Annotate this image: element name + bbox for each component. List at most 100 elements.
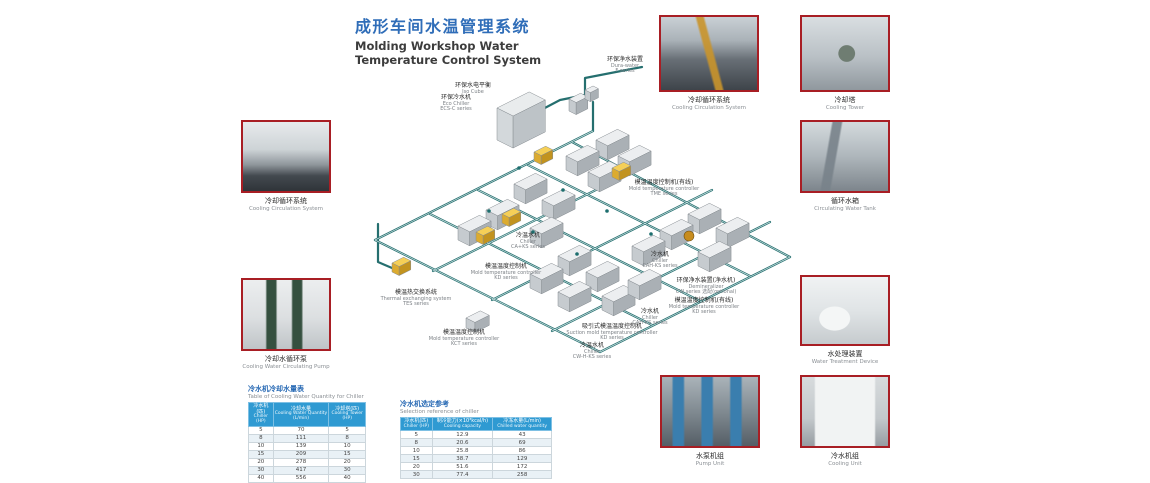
table-cell: 111 bbox=[272, 433, 330, 443]
caption-zh: 冷却循环系统 bbox=[688, 96, 730, 104]
table-cell: 5 bbox=[328, 425, 366, 435]
photo-water-treatment bbox=[800, 275, 890, 346]
photo-circulating-pump bbox=[241, 278, 331, 351]
photo-caption: 冷却塔 Cooling Tower bbox=[785, 96, 905, 112]
equipment-box-face bbox=[643, 240, 666, 267]
table-header-cell: 冷水机(匹)Chiller (HP) bbox=[400, 416, 433, 432]
photo-image bbox=[243, 122, 329, 191]
photo-image bbox=[802, 277, 888, 344]
valve-dot bbox=[517, 166, 521, 170]
equipment-box-face bbox=[727, 222, 750, 249]
table-cell: 556 bbox=[272, 473, 330, 483]
table-cell: 129 bbox=[492, 454, 552, 464]
table-header-cell: 冷却塔(匹)Cooling Tower (HP) bbox=[328, 402, 366, 427]
table-cell: 10 bbox=[248, 441, 274, 451]
equipment-box-face bbox=[639, 274, 662, 301]
photo-circulating-water-tank bbox=[800, 120, 890, 193]
table-cell: 30 bbox=[400, 470, 433, 480]
table-cell: 10 bbox=[400, 446, 433, 456]
photo-image bbox=[802, 17, 888, 90]
equipment-box-face bbox=[597, 266, 620, 293]
caption-en: Cooling Circulation System bbox=[248, 205, 324, 212]
photo-caption: 水泵机组 Pump Unit bbox=[650, 452, 770, 468]
photo-caption: 冷却水循环泵 Cooling Water Circulating Pump bbox=[226, 355, 346, 371]
table-cell: 8 bbox=[328, 433, 366, 443]
table-cell: 43 bbox=[492, 430, 552, 440]
page-title-en-line2: Temperature Control System bbox=[355, 52, 542, 67]
table-title-zh: 冷水机选定参考 bbox=[400, 400, 449, 408]
table-cell: 40 bbox=[328, 473, 366, 483]
table-cell: 278 bbox=[272, 457, 330, 467]
equipment-box-face bbox=[474, 314, 490, 333]
photo-caption: 冷却循环系统 Cooling Circulation System bbox=[644, 96, 774, 112]
photo-cooling-unit bbox=[800, 375, 890, 448]
table-cell: 30 bbox=[248, 465, 274, 475]
pipe bbox=[374, 239, 601, 353]
caption-en: Pump Unit bbox=[695, 460, 725, 467]
equipment-box-face bbox=[618, 165, 632, 181]
caption-en: Cooling Tower bbox=[825, 104, 865, 111]
table-cell: 12.9 bbox=[431, 430, 494, 440]
pipe bbox=[599, 256, 791, 353]
caption-en: Circulating Water Tank bbox=[814, 205, 876, 212]
table-cell: 15 bbox=[248, 449, 274, 459]
photo-caption: 循环水箱 Circulating Water Tank bbox=[785, 197, 905, 213]
equipment-box-face bbox=[569, 250, 592, 277]
equipment-box-face bbox=[577, 150, 600, 177]
photo-image bbox=[802, 377, 888, 446]
table-cell: 139 bbox=[272, 441, 330, 451]
table-cell: 20 bbox=[248, 457, 274, 467]
page-title-zh: 成形车间水温管理系统 bbox=[355, 17, 531, 36]
caption-zh: 冷水机组 bbox=[831, 452, 859, 460]
page-title-en-line1: Molding Workshop Water bbox=[355, 39, 519, 53]
equipment-box-face bbox=[541, 268, 564, 295]
table-cell: 209 bbox=[272, 449, 330, 459]
chiller-selection-table: 冷水机选定参考 Selection reference of chiller 冷… bbox=[400, 399, 552, 480]
valve-dot bbox=[561, 188, 565, 192]
caption-zh: 冷却塔 bbox=[834, 96, 856, 104]
table-cell: 15 bbox=[400, 454, 433, 464]
table-cell: 69 bbox=[492, 438, 552, 448]
caption-en: Cooling Circulation System bbox=[671, 104, 747, 111]
photo-cooling-tower bbox=[800, 15, 890, 92]
table-cell: 15 bbox=[328, 449, 366, 459]
table-title-en: Selection reference of chiller bbox=[400, 409, 479, 415]
table-cell: 51.6 bbox=[431, 462, 494, 472]
pipe bbox=[376, 222, 394, 270]
caption-zh: 水泵机组 bbox=[696, 452, 724, 460]
table-header-cell: 制冷能力(×10³kcal/h)Cooling capacity bbox=[431, 416, 494, 432]
table-cell: 172 bbox=[492, 462, 552, 472]
equipment-box-face bbox=[540, 149, 554, 165]
equipment-box-face bbox=[575, 96, 589, 115]
equipment-box-face bbox=[613, 290, 636, 317]
cooling-water-quantity-table: 冷水机冷却水量表 Table of Cooling Water Quantity… bbox=[248, 384, 366, 483]
photo-pump-unit bbox=[660, 375, 760, 448]
valve-dot bbox=[531, 230, 535, 234]
photo-image bbox=[661, 17, 757, 90]
caption-zh: 水处理装置 bbox=[827, 350, 863, 358]
equipment-box-face bbox=[569, 286, 592, 313]
caption-zh: 循环水箱 bbox=[831, 197, 859, 205]
pipe bbox=[491, 189, 713, 301]
table-cell: 30 bbox=[328, 465, 366, 475]
equipment-box-face bbox=[398, 260, 412, 276]
photo-caption: 水处理装置 Water Treatment Device bbox=[785, 350, 905, 366]
valve-dot bbox=[487, 209, 491, 213]
table-cell: 5 bbox=[248, 425, 274, 435]
table-cell: 417 bbox=[272, 465, 330, 475]
equipment-box-face bbox=[525, 178, 548, 205]
table-cell: 40 bbox=[248, 473, 274, 483]
storage-ball bbox=[683, 230, 695, 242]
table-cell: 25.8 bbox=[431, 446, 494, 456]
